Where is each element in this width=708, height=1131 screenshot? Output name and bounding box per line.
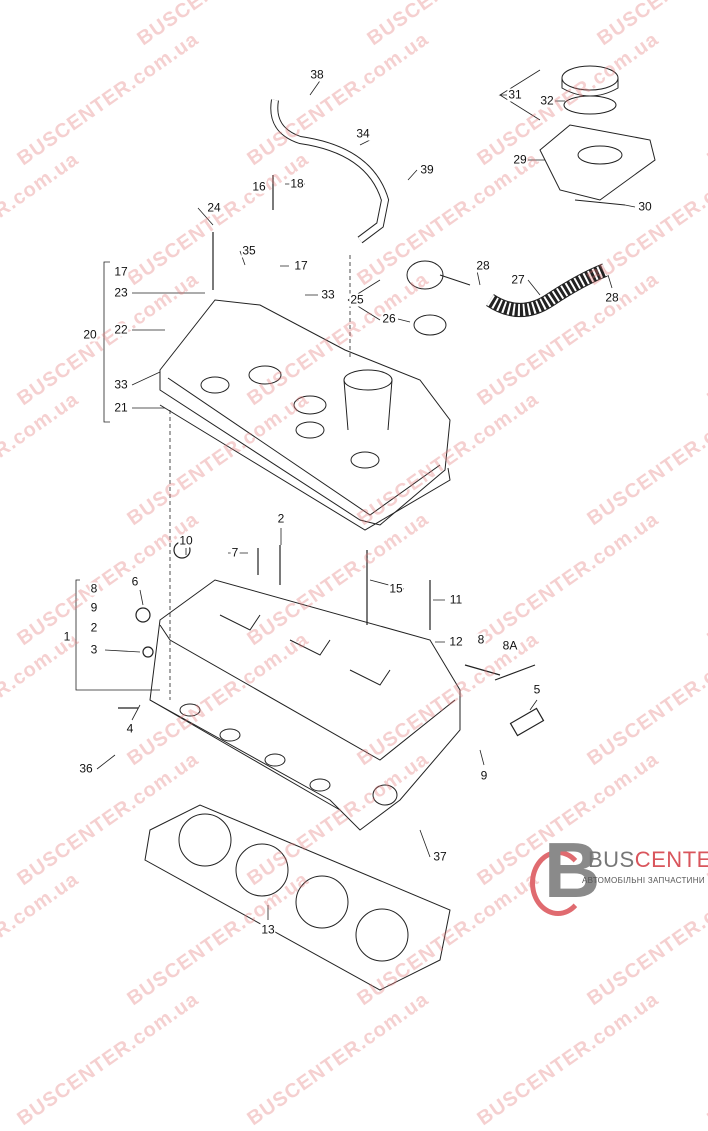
watermark-text: BUSCENTER.com.ua [473, 988, 663, 1131]
valve-cover [159, 299, 451, 531]
hose-27 [486, 263, 608, 317]
part-callout-17: 17 [293, 258, 309, 273]
watermark-text: BUSCENTER.com.ua [703, 988, 708, 1131]
part-callout-4: 4 [125, 721, 135, 736]
part-callout-8: 8 [89, 581, 99, 596]
part-callout-39: 39 [419, 162, 435, 177]
oil-filler-assembly [539, 65, 656, 206]
part-callout-28: 28 [475, 258, 491, 273]
part-callout-6: 6 [130, 574, 140, 589]
part-callout-28: 28 [604, 290, 620, 305]
logo-b-mark: B [544, 826, 601, 914]
part-callout-16: 16 [251, 179, 267, 194]
part-callout-27: 27 [510, 272, 526, 287]
part-callout-20: 20 [82, 327, 98, 342]
part-callout-36: 36 [78, 761, 94, 776]
part-callout-23: 23 [113, 285, 129, 300]
part-callout-30: 30 [637, 199, 653, 214]
part-callout-3: 3 [89, 642, 99, 657]
pcv-valve [406, 260, 471, 336]
part-callout-11: 11 [448, 592, 464, 607]
part-callout-9: 9 [479, 768, 489, 783]
part-callout-25: 25 [349, 292, 365, 307]
engine-parts-diagram [75, 65, 656, 991]
part-callout-31: 31 [507, 87, 523, 102]
part-callout-15: 15 [388, 581, 404, 596]
watermark-text: BUSCENTER.com.ua [243, 988, 433, 1131]
logo-name: BUSCENTER [588, 847, 708, 872]
part-callout-37: 37 [432, 849, 448, 864]
part-callout-9: 9 [89, 600, 99, 615]
part-callout-1: 1 [62, 629, 72, 644]
part-callout-34: 34 [355, 126, 371, 141]
part-callout-10: 10 [178, 533, 194, 548]
part-callout-2: 2 [89, 620, 99, 635]
part-callout-22: 22 [113, 322, 129, 337]
part-callout-21: 21 [113, 400, 129, 415]
part-callout-33: 33 [113, 377, 129, 392]
part-callout-35: 35 [241, 243, 257, 258]
part-callout-17: 17 [113, 264, 129, 279]
part-callout-13: 13 [260, 922, 276, 937]
part-callout-26: 26 [381, 311, 397, 326]
head-gasket [144, 804, 451, 991]
part-callout-8a: 8A [501, 638, 519, 653]
part-callout-32: 32 [539, 93, 555, 108]
part-callout-33: 33 [320, 287, 336, 302]
watermark-text: BUSCENTER.com.ua [13, 988, 203, 1131]
part-callout-18: 18 [289, 176, 305, 191]
part-callout-24: 24 [206, 200, 222, 215]
part-callout-2: 2 [276, 511, 286, 526]
part-callout-7: 7 [230, 545, 240, 560]
cylinder-head [149, 579, 461, 831]
leader-lines [75, 69, 636, 920]
bolts [118, 175, 545, 737]
part-callout-29: 29 [512, 152, 528, 167]
logo-tagline: АВТОМОБІЛЬНІ ЗАПЧАСТИНИ [582, 876, 705, 885]
part-callout-8: 8 [476, 632, 486, 647]
part-callout-12: 12 [448, 634, 464, 649]
logo-c-mark [530, 850, 586, 916]
buscenter-logo: B BUSCENTER АВТОМОБІЛЬНІ ЗАПЧАСТИНИ [530, 826, 708, 916]
part-callout-38: 38 [309, 67, 325, 82]
part-callout-5: 5 [532, 682, 542, 697]
